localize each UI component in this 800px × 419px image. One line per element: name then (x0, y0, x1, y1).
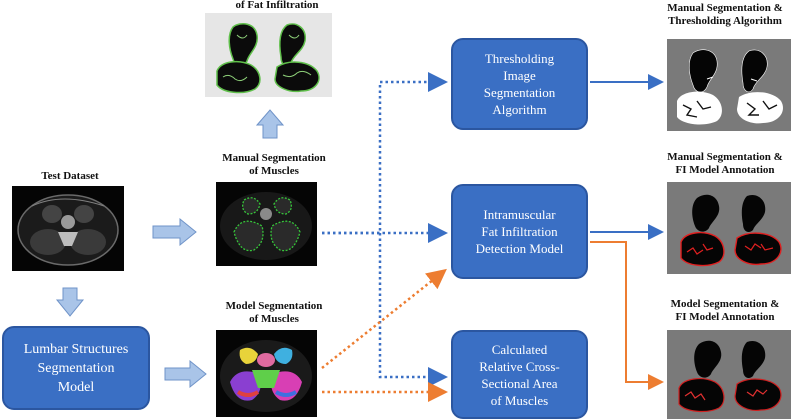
fat-infiltration-image (205, 13, 332, 97)
thresholding-algorithm-box: Thresholding Image Segmentation Algorith… (451, 38, 588, 130)
manual-to-csa-connector (378, 233, 448, 387)
manual-threshold-output-image (667, 39, 791, 131)
cross-sectional-area-box: Calculated Relative Cross- Sectional Are… (451, 330, 588, 419)
fat-infiltration-detection-box: Intramuscular Fat Infiltration Detection… (451, 184, 588, 279)
manual-fi-output-image (667, 182, 791, 274)
manual-threshold-label: Manual Segmentation & Thresholding Algor… (667, 2, 783, 27)
test-dataset-image (12, 186, 124, 271)
model-segmentation-image (216, 330, 317, 417)
test-dataset-label: Test Dataset (41, 170, 99, 182)
model-fi-output-image (667, 330, 791, 419)
manual-segmentation-image (216, 182, 317, 266)
fat-infiltration-title: of Fat Infiltration (235, 0, 319, 11)
model-fi-label: Model Segmentation & FI Model Annotation (670, 298, 780, 323)
lumbar-segmentation-model-box: Lumbar Structures Segmentation Model (2, 326, 150, 410)
model-segmentation-label: Model Segmentation of Muscles (225, 300, 323, 325)
manual-segmentation-label: Manual Segmentation of Muscles (222, 152, 326, 177)
manual-fi-label: Manual Segmentation & FI Model Annotatio… (667, 151, 783, 176)
